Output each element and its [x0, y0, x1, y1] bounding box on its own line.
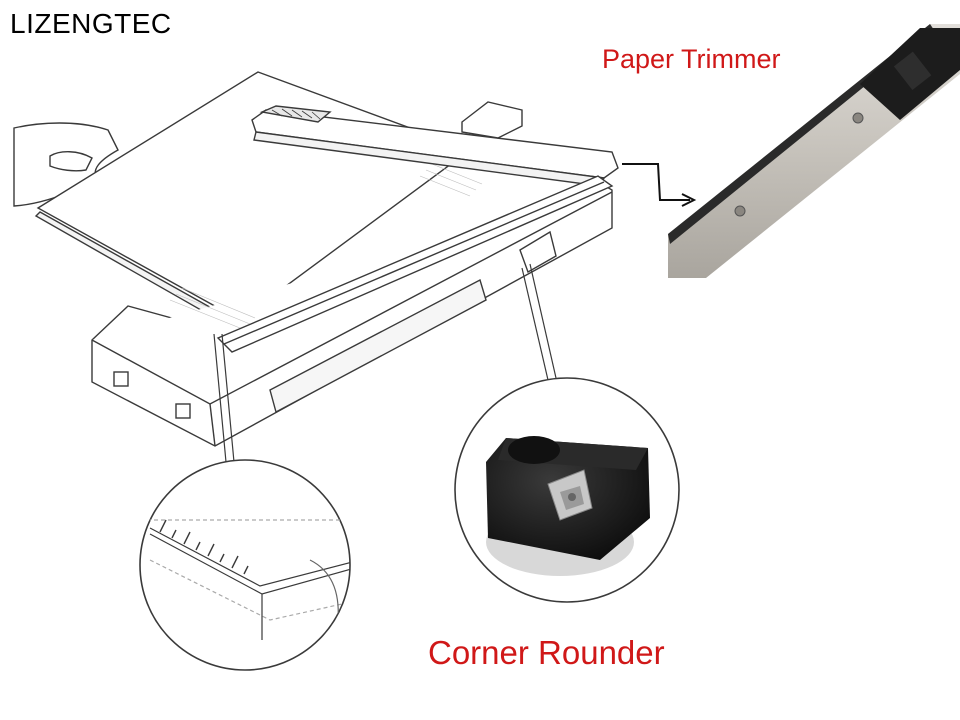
leader-line-ruler: [213, 333, 235, 463]
grid-pattern: [169, 163, 483, 331]
paper-trimmer-photo: [668, 24, 960, 278]
cutter-arm: [216, 101, 619, 353]
pointer-arrow: [622, 163, 697, 207]
corner-rounder-label: Corner Rounder: [428, 634, 665, 671]
paper-trimmer-label: Paper Trimmer: [602, 44, 781, 74]
ruler-detail-circle: [139, 459, 351, 671]
leader-line-rounder: [521, 263, 557, 381]
brand-logo-text: LIZENGTEC: [10, 8, 172, 39]
hand-illustration: [13, 122, 119, 207]
corner-rounder-detail-circle: [454, 377, 680, 603]
